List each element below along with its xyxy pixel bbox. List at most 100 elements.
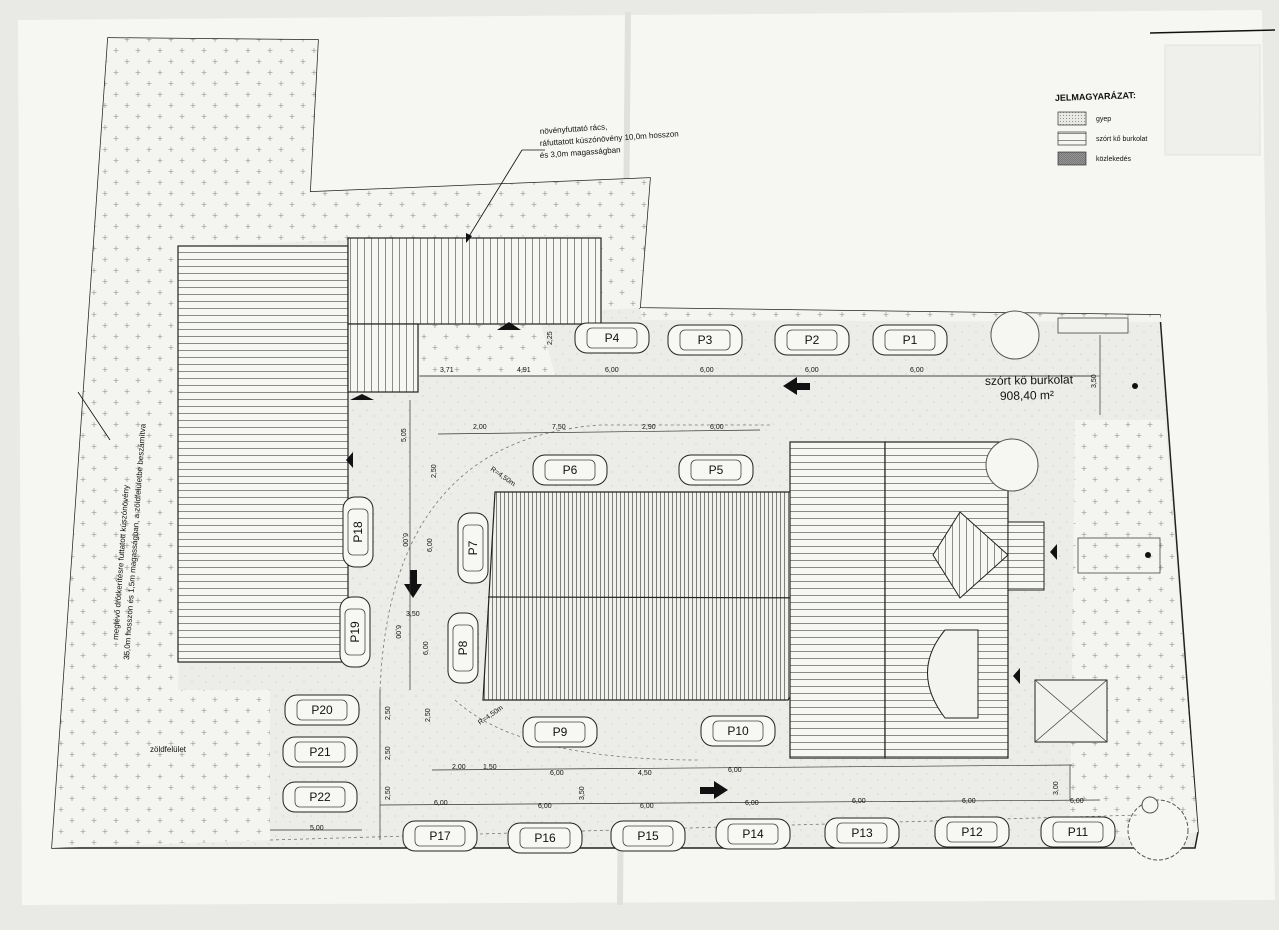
bay-window [927,629,979,719]
entrance-marker-1 [497,322,521,330]
car-outline [715,818,791,850]
car-outline [700,715,776,747]
dim-vert-600c: 6,00 [394,625,401,639]
car-outline [610,820,686,852]
parking-label: P17 [429,829,451,843]
dim-left-250b: 2,50 [385,746,392,760]
dim-vert-505: 5,05 [401,428,408,442]
parking-space-p1: P1 [872,324,948,356]
green-area-north [190,178,650,310]
parking-space-p17: P17 [402,820,478,852]
parking-space-p7: P7 [457,512,489,584]
dim-bottom-6: 6,00 [962,798,976,805]
dim-bot-600a: 6,00 [550,770,564,777]
dim-left-250d: 2,50 [425,708,432,722]
dim-vert-600b: 6,00 [427,538,434,552]
car-roof [1052,821,1104,843]
arrow-down [404,570,422,598]
parking-space-p9: P9 [522,716,598,748]
parking-label: P6 [563,463,578,477]
car-outline [934,816,1010,848]
parking-space-p19: P19 [339,596,371,668]
car-outline [522,716,598,748]
dim-top-small: 2,25 [547,331,554,345]
parking-label: P5 [709,463,724,477]
dim-mid-350: 3,50 [406,611,420,618]
parking-label: P16 [534,831,556,845]
dim-bot-200: 2,00 [452,764,466,771]
car-outline [507,822,583,854]
entrance-marker-5 [1013,668,1020,684]
car-outline [872,324,948,356]
car-roof [414,825,466,847]
parking-label: P7 [466,540,480,555]
car-roof [347,508,369,556]
car-outline [339,596,371,668]
parking-label: P1 [903,333,918,347]
arrow-left [783,377,810,395]
car-outline [532,454,608,486]
legend-label-traffic: közlekedés [1096,156,1132,163]
parking-space-p10: P10 [700,715,776,747]
car-roof [296,699,348,721]
tree-e [985,438,1039,492]
parking-space-p12: P12 [934,816,1010,848]
car-outline [342,496,374,568]
car-roof [294,786,346,808]
car-roof [462,524,484,572]
building-north [347,237,602,325]
tree-ne [990,310,1040,360]
parking-label: P18 [351,521,365,543]
car-outline [667,324,743,356]
car-roof [786,329,838,351]
car-roof [690,459,742,481]
dim-bot-500: 5,00 [310,825,324,832]
building-east-wing-a [789,441,886,759]
parking-space-p4: P4 [574,322,650,354]
car-roof [946,821,998,843]
parking-space-p13: P13 [824,817,900,849]
car-outline [824,817,900,849]
car-roof [344,608,366,656]
car-roof [679,329,731,351]
parking-label: P2 [805,333,820,347]
legend-swatch-gravel [1057,131,1087,146]
car-outline [1040,816,1116,848]
dim-bottom-7: 6,00 [1070,798,1084,805]
parking-label: P14 [742,827,764,841]
car-roof [836,822,888,844]
car-roof [294,741,346,763]
car-outline [284,694,360,726]
parking-space-p16: P16 [507,822,583,854]
building-north-annex [347,323,419,393]
building-west [177,245,349,663]
parking-label: P10 [727,724,749,738]
green-area-label: zöldfelület [150,745,187,754]
dim-bot-150: 1,50 [483,764,497,771]
dim-mid-2: 7,50 [552,424,566,431]
entrance-marker-4 [1050,544,1057,560]
entrance-marker-2 [350,394,374,400]
dim-vert-600d: 6,00 [423,641,430,655]
green-area-west [52,38,318,848]
dim-left-250c: 2,50 [385,786,392,800]
small-bed [1057,317,1129,334]
parking-label: P11 [1068,825,1089,839]
dim-bottom-4: 6,00 [745,800,759,807]
dim-bot-450: 4,50 [638,770,652,777]
paving-label: szórt kő burkolat [985,372,1074,388]
parking-label: P19 [348,621,362,643]
flow-arrows [346,322,1151,799]
title-block-line [1149,29,1276,34]
car-roof [534,721,586,743]
parking-space-p6: P6 [532,454,608,486]
dim-bottom-2: 6,00 [538,803,552,810]
dim-top-5: 6,00 [805,367,819,374]
parking-space-p8: P8 [447,612,479,684]
parking-space-p15: P15 [610,820,686,852]
dim-top-2: 4,91 [517,367,531,374]
dim-mid-3: 2,90 [642,424,656,431]
dim-mid-4: 6,00 [710,424,724,431]
